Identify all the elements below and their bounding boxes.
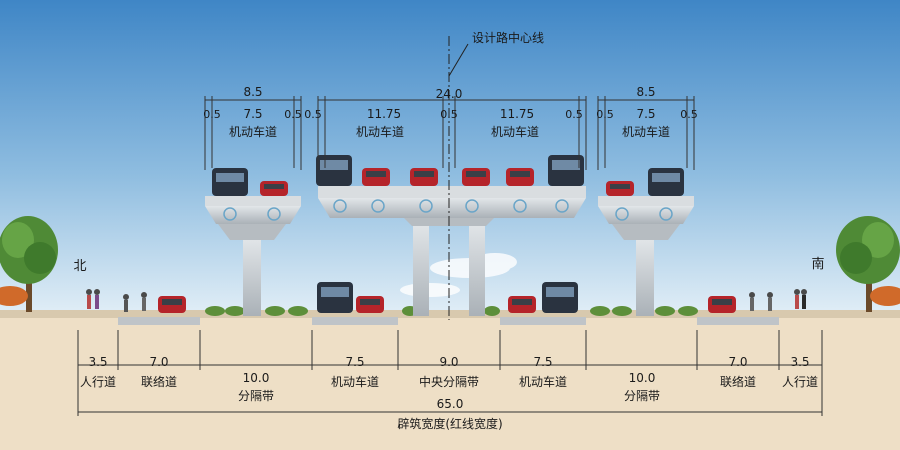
main-lane-left [312,317,398,325]
upper-left-part: 7.5 [243,107,262,121]
upper-dimensions [204,96,695,170]
segment-width: 7.5 [345,355,364,369]
segment-label: 联络道 [141,374,177,389]
upper-center-part: 11.75 [500,107,534,121]
road-surfaces [118,317,779,325]
upper-right-part: 7.5 [636,107,655,121]
upper-center-part: 0.5 [565,108,583,121]
bus [316,155,352,186]
ground-vehicles [158,282,736,313]
segment-label: 机动车道 [519,374,567,389]
upper-left-lane-label: 机动车道 [229,124,277,139]
segment-label: 机动车道 [331,374,379,389]
segment-width: 7.0 [728,355,747,369]
segment-width: 7.5 [533,355,552,369]
segment-width: 9.0 [439,355,458,369]
segment-width: 10.0 [629,371,656,385]
bus [648,168,684,196]
direction-south: 南 [811,256,824,272]
car [508,296,536,313]
segment-width: 3.5 [790,355,809,369]
upper-center-lane-label: 机动车道 [356,124,404,139]
pier-center-right [469,222,485,316]
tree-right [836,216,900,312]
center-line-leader [448,43,469,77]
bus [317,282,353,313]
frontage-road-right [697,317,779,325]
bus [212,168,248,196]
center-line-label: 设计路中心线 [472,30,544,45]
car [362,168,390,186]
pier-left [243,238,261,316]
segment-label: 联络道 [720,374,756,389]
pier-center-left [413,222,429,316]
upper-center-part: 11.75 [367,107,401,121]
segment-label: 分隔带 [624,389,660,403]
upper-right-total: 8.5 [636,85,655,99]
upper-right-part: 0.5 [596,108,614,121]
ground-labels: 3.5 人行道 7.0 联络道 10.0 分隔带 7.5 机动车道 9.0 中央分隔带 7.5 机动车… [80,355,818,403]
car [260,181,288,196]
segment-label: 人行道 [80,375,116,389]
upper-left-total: 8.5 [243,85,262,99]
upper-left-part: 0.5 [203,108,221,121]
upper-right-lane-label: 机动车道 [622,124,670,139]
car [606,181,634,196]
segment-label: 中央分隔带 [419,374,479,389]
segment-label: 人行道 [782,375,818,389]
car [158,296,186,313]
ground-dimensions [77,330,823,416]
ground [0,316,900,450]
segment-width: 10.0 [243,371,270,385]
deck-left [205,196,301,224]
segment-width: 7.0 [149,355,168,369]
deck-center [318,186,586,218]
upper-right-part: 0.5 [680,108,698,121]
upper-center-lane-label: 机动车道 [491,124,539,139]
bus [548,155,584,186]
total-label: 辟筑宽度(红线宽度) [397,416,502,431]
direction-north: 北 [73,259,86,274]
car [410,168,438,186]
segment-width: 3.5 [88,355,107,369]
segment-label: 分隔带 [238,389,274,403]
upper-center-part: 0.5 [304,108,322,121]
tree-left [0,216,58,312]
upper-center-part: 0.5 [440,108,458,121]
deck-right [598,196,694,224]
upper-center-total: 24.0 [436,87,463,101]
hedges [205,306,698,316]
bus [542,282,578,313]
piers [243,222,654,316]
car [462,168,490,186]
pier-right [636,238,654,316]
main-lane-right [500,317,586,325]
pedestrians [86,289,807,312]
car [506,168,534,186]
car [708,296,736,313]
ground-surface [0,310,900,318]
upper-left-part: 0.5 [284,108,302,121]
frontage-road-left [118,317,200,325]
total-width: 65.0 [437,397,464,411]
car [356,296,384,313]
